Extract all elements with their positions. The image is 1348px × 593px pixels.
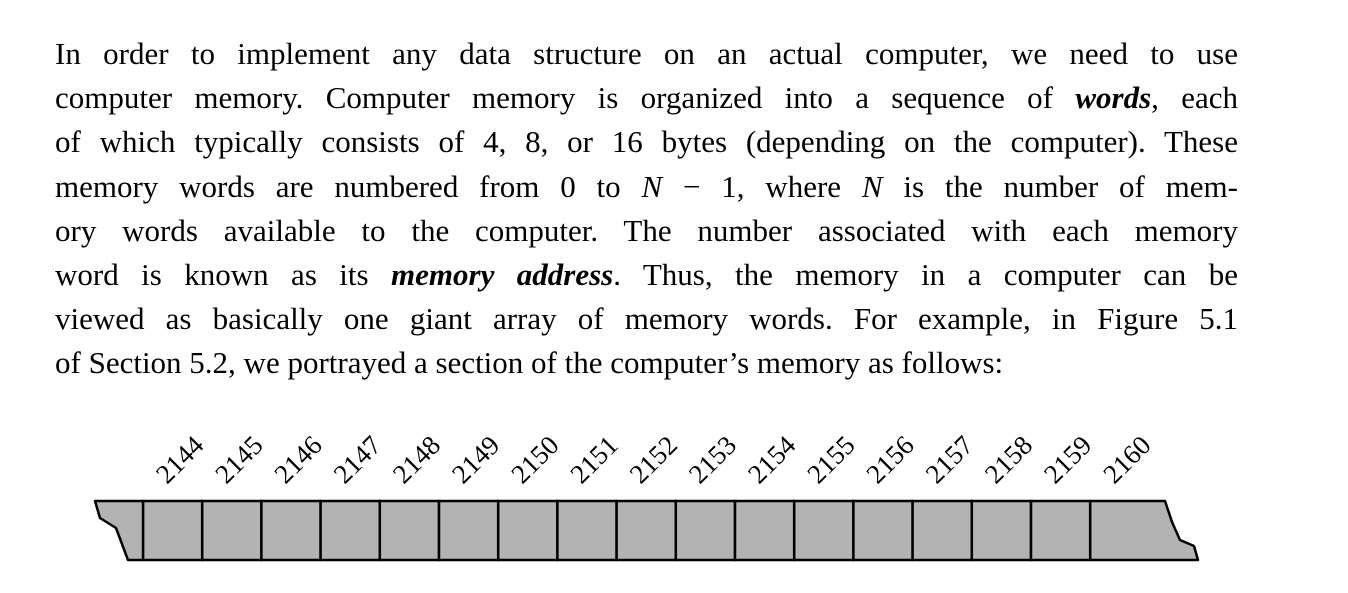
address-label: 2154 — [742, 429, 802, 489]
line-text-middle: − 1, where — [662, 169, 862, 204]
memory-cell — [200, 499, 263, 562]
address-label: 2145 — [209, 430, 268, 489]
paragraph-line-3: of which typically consists of 4, 8, or … — [55, 120, 1238, 164]
address-label: 2149 — [446, 430, 505, 489]
memory-cells — [141, 499, 1092, 562]
paragraph-line-4: memory words are numbered from 0 to N − … — [55, 165, 1238, 209]
paragraph-line-1: In order to implement any data structure… — [55, 32, 1238, 76]
memory-cell — [792, 499, 855, 562]
address-label: 2156 — [860, 430, 919, 489]
memory-cell — [437, 499, 500, 562]
term-memory-address: memory address — [391, 257, 614, 292]
memory-cell — [319, 499, 382, 562]
address-label: 2153 — [683, 430, 742, 489]
address-label: 2160 — [1097, 430, 1156, 489]
address-label: 2152 — [624, 430, 683, 489]
paragraph-line-6: word is known as its memory address. Thu… — [55, 253, 1238, 297]
address-label: 2150 — [505, 430, 564, 489]
line-text: ory words available to the computer. The… — [55, 213, 1238, 248]
paragraph-line-7: viewed as basically one giant array of m… — [55, 297, 1238, 341]
line-text: viewed as basically one giant array of m… — [55, 301, 1238, 336]
torn-left-edge — [93, 499, 145, 562]
line-text: In order to implement any data structure… — [55, 36, 1238, 71]
paragraph-line-8: of Section 5.2, we portrayed a section o… — [55, 341, 1238, 385]
paragraph-line-5: ory words available to the computer. The… — [55, 209, 1238, 253]
memory-cell — [260, 499, 322, 562]
address-label: 2144 — [150, 429, 210, 489]
line-text: of which typically consists of 4, 8, or … — [55, 124, 1238, 159]
memory-cell — [911, 499, 974, 562]
memory-cell — [496, 499, 559, 562]
line-text: of Section 5.2, we portrayed a section o… — [55, 345, 1004, 380]
line-text-before: computer memory. Computer memory is orga… — [55, 80, 1076, 115]
address-label: 2158 — [979, 430, 1038, 489]
line-text-before: memory words are numbered from 0 to — [55, 169, 642, 204]
line-text-after: is the number of mem- — [882, 169, 1238, 204]
memory-cell — [852, 499, 914, 562]
variable-n: N — [861, 169, 883, 204]
memory-cell — [378, 499, 441, 562]
address-label: 2148 — [387, 430, 446, 489]
address-label: 2151 — [564, 430, 623, 489]
line-text-after: , each — [1151, 80, 1238, 115]
torn-right-edge — [1088, 499, 1200, 562]
memory-cell — [1029, 499, 1092, 562]
memory-cell — [615, 499, 678, 562]
variable-n: N — [641, 169, 663, 204]
address-label: 2159 — [1038, 430, 1097, 489]
memory-cell — [141, 499, 204, 562]
address-label: 2157 — [920, 430, 979, 489]
line-text-before: word is known as its — [55, 257, 392, 292]
address-label: 2146 — [268, 430, 327, 489]
memory-cell — [556, 499, 618, 562]
memory-cell — [674, 499, 737, 562]
memory-cell — [970, 499, 1033, 562]
address-label: 2147 — [328, 430, 387, 489]
line-text-after: . Thus, the memory in a computer can be — [613, 257, 1239, 292]
paragraph-line-2: computer memory. Computer memory is orga… — [55, 76, 1238, 120]
memory-cell — [733, 499, 796, 562]
term-words: words — [1075, 80, 1152, 115]
address-label: 2155 — [801, 430, 860, 489]
